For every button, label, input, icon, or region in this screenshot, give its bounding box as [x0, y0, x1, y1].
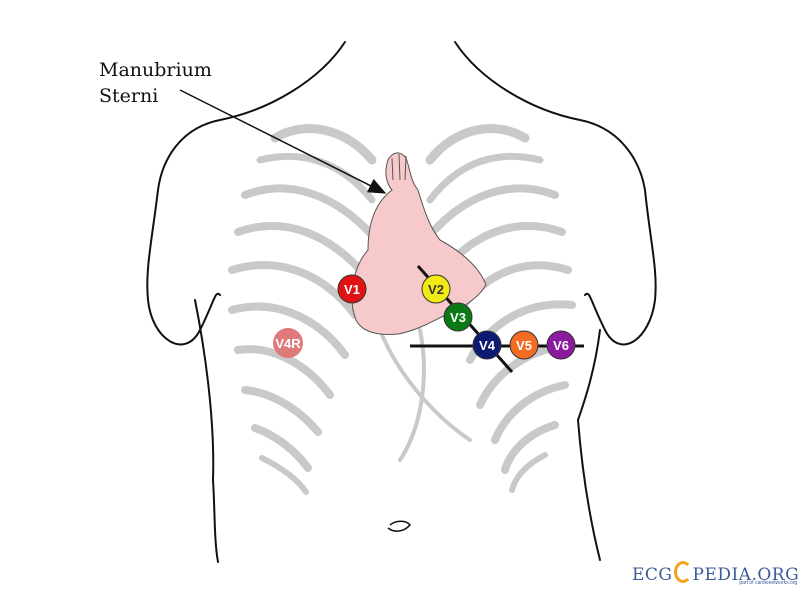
manubrium-label-line1: Manubrium	[99, 59, 212, 81]
logo-text-left: ECG	[632, 565, 673, 585]
electrode-v3-label: V3	[450, 310, 466, 325]
electrode-v4: V4	[472, 330, 502, 360]
electrode-v3-marker	[443, 302, 473, 332]
navel	[387, 520, 411, 532]
electrode-v4r: V4R	[273, 328, 303, 358]
logo-tagline: part of cardionetworks.org	[739, 580, 798, 586]
electrode-v4-marker	[472, 330, 502, 360]
electrode-v5: V5	[509, 330, 539, 360]
electrode-v3: V3	[443, 302, 473, 332]
manubrium-label-line2: Sterni	[99, 85, 159, 107]
electrode-v1: V1	[337, 274, 367, 304]
logo-ring-icon	[673, 561, 692, 583]
ecgpedia-logo: ECG PEDIA.ORG part of cardionetworks.org	[632, 561, 799, 591]
electrode-v5-marker	[509, 330, 539, 360]
electrode-v4r-label: V4R	[275, 336, 301, 351]
manubrium-pointer-arrow	[179, 89, 387, 194]
electrode-v1-label: V1	[344, 282, 360, 297]
logo-text-right: PEDIA.ORG	[692, 565, 800, 585]
electrode-v4r-marker	[273, 328, 303, 358]
electrode-v6-marker	[546, 330, 576, 360]
electrode-v2-marker	[421, 274, 451, 304]
electrode-v6-label: V6	[553, 338, 569, 353]
electrode-v6: V6	[546, 330, 576, 360]
electrode-v2: V2	[421, 274, 451, 304]
electrode-v2-label: V2	[428, 282, 444, 297]
electrode-v1-marker	[337, 274, 367, 304]
electrode-v4-label: V4	[479, 338, 496, 353]
torso-outline	[146, 41, 657, 563]
electrode-v5-label: V5	[516, 338, 532, 353]
